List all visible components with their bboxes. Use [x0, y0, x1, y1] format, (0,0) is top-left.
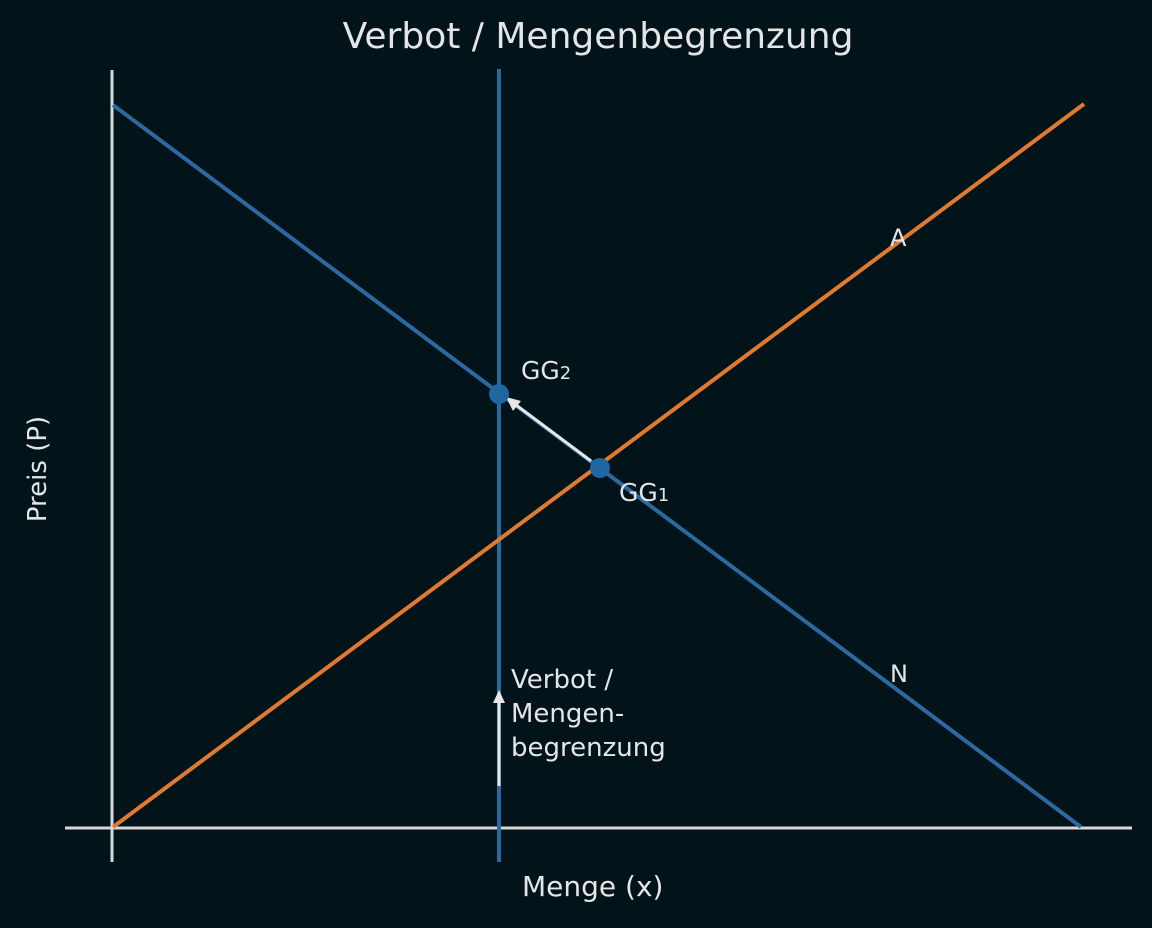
gg1-label-base: GG: [619, 478, 658, 507]
x-axis-label: Menge (x): [522, 870, 664, 903]
gg2-label: GG2: [521, 356, 571, 385]
chart-title: Verbot / Mengenbegrenzung: [342, 16, 854, 57]
gg1-label: GG1: [619, 478, 669, 507]
demand-label: N: [890, 660, 908, 688]
gg1-point: [590, 458, 610, 478]
annotation-arrow-head: [493, 690, 505, 703]
y-axis-label: Preis (P): [23, 415, 53, 523]
quota-annotation-line1: Verbot /: [511, 665, 614, 695]
gg2-label-sub: 2: [559, 363, 572, 384]
shift-arrow-head: [506, 397, 521, 411]
gg2-label-base: GG: [521, 356, 560, 385]
gg2-point: [489, 384, 509, 404]
quota-annotation-line2: Mengen-: [511, 699, 625, 729]
shift-arrow: [511, 400, 592, 463]
quota-annotation: Verbot / Mengen- begrenzung: [511, 663, 731, 765]
supply-label: A: [890, 224, 907, 252]
gg1-label-sub: 1: [657, 485, 670, 506]
quota-annotation-line3: begrenzung: [511, 733, 666, 763]
